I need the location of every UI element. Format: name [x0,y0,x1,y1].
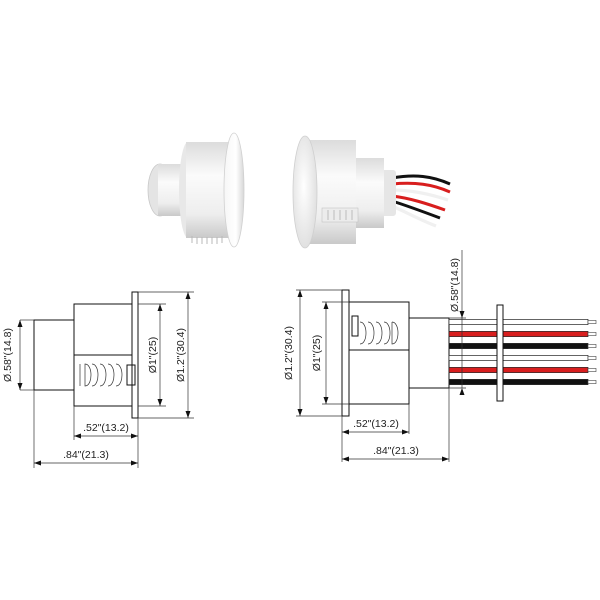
left-dim-length-total: .84"(21.3) [63,449,109,461]
wire-stripped-tip [587,344,597,348]
magnet-slots [79,363,123,387]
wire-lead [448,355,589,361]
photo-wires [391,174,451,228]
switch-slots [359,321,399,345]
left-dim-diameter-mid: Ø1"(25) [147,337,159,373]
wire-lead [448,379,589,385]
wire-lead [448,367,589,373]
snap-tabs [321,207,359,223]
switch-sensor-photo [292,135,451,249]
wire-stripped-tip [587,320,597,324]
wire-stripped-tip [587,332,597,336]
wire-stripped-tip [587,356,597,360]
wire-stripped-tip [587,380,597,384]
left-dim-diameter-flange: Ø1.2"(30.4) [175,328,187,382]
grip-ridges [191,236,223,244]
right-dim-diameter-small: Ø.58"(14.8) [449,258,461,312]
wire-stripped-tip [587,368,597,372]
wire-leads [448,319,597,385]
right-dim-length-body: .52"(13.2) [353,418,399,430]
magnet-sensor-drawing: Ø.58"(14.8) Ø1"(25) Ø1.2"(30.4) .52"(13.… [2,291,194,468]
right-dim-diameter-mid: Ø1"(25) [311,335,323,371]
wire-lead [448,319,589,325]
magnet-sensor-photo [147,132,245,248]
left-dim-length-body: .52"(13.2) [83,422,129,434]
wire-lead [448,343,589,349]
right-dim-length-total: .84"(21.3) [373,445,419,457]
wire-lead [448,331,589,337]
left-dim-diameter-small: Ø.58"(14.8) [2,328,14,382]
switch-sensor-drawing: Ø1.2"(30.4) Ø1"(25) Ø.58"(14.8) .52"(13.… [283,250,597,462]
right-dim-diameter-flange: Ø1.2"(30.4) [283,326,295,380]
